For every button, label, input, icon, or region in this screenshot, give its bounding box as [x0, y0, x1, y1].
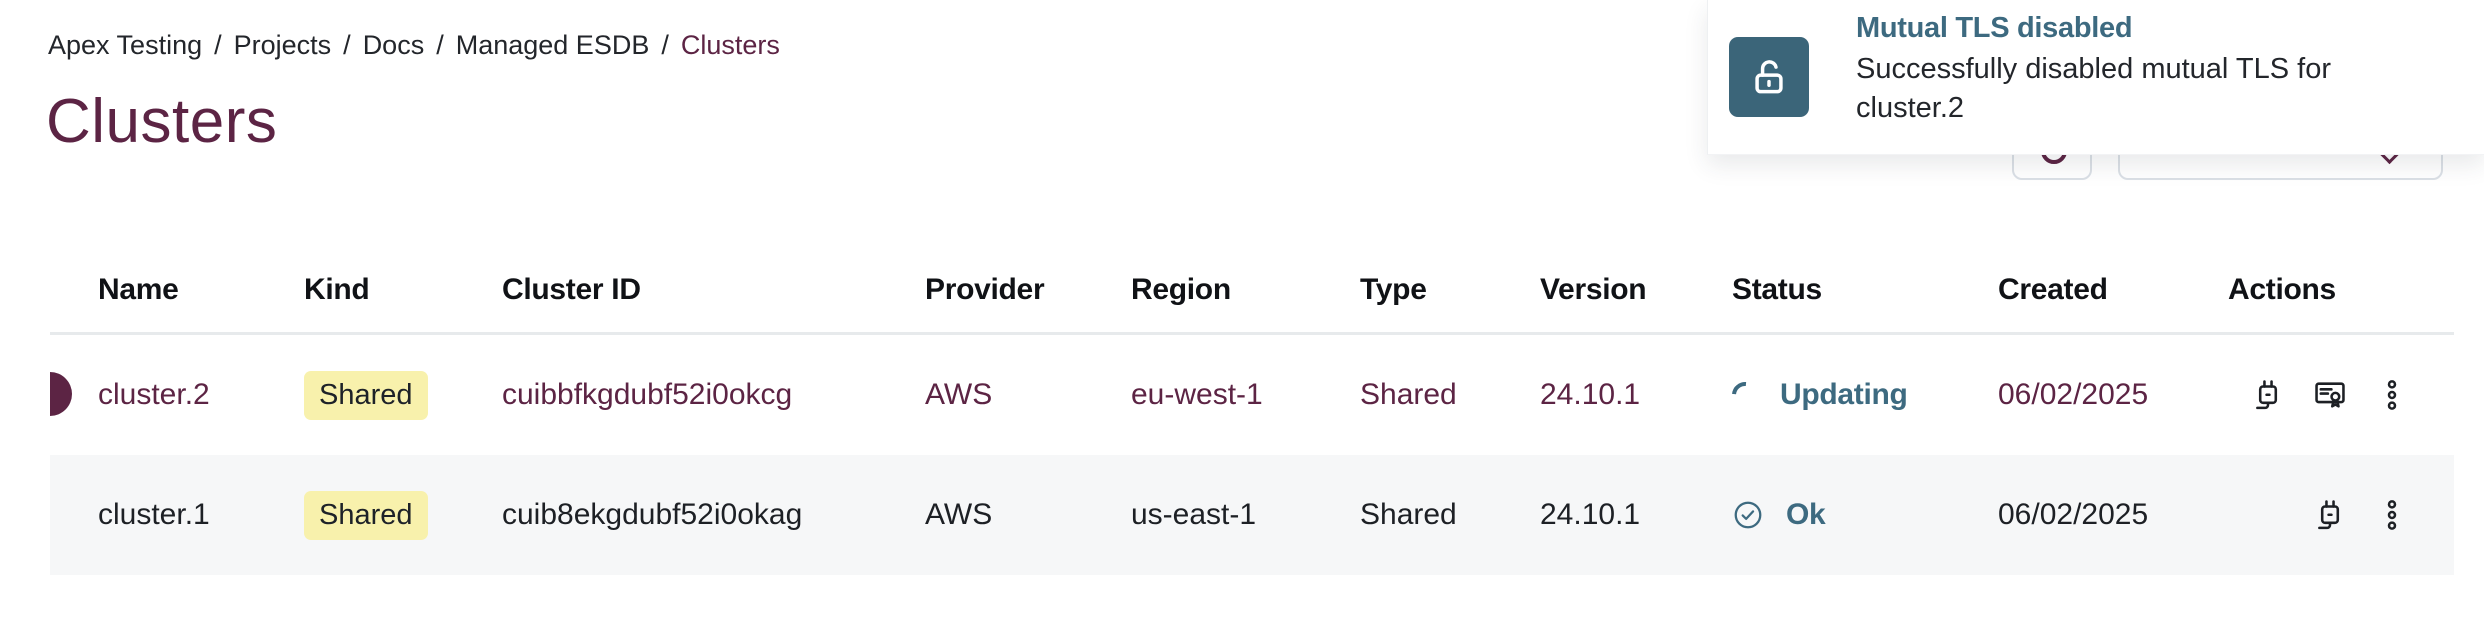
status-label: Ok [1786, 498, 1826, 531]
cell-region: us-east-1 [1131, 498, 1257, 531]
breadcrumb-separator: / [343, 30, 351, 60]
unlock-icon [1755, 60, 1783, 94]
column-header-created: Created [1998, 272, 2108, 306]
cell-name: cluster.1 [98, 498, 210, 531]
status-label: Updating [1780, 378, 1908, 411]
column-header-actions: Actions [2228, 272, 2336, 306]
column-header-status: Status [1732, 272, 1822, 306]
cell-actions [2228, 377, 2454, 413]
breadcrumb-item-docs[interactable]: Docs [362, 30, 425, 60]
column-header-kind: Kind [304, 272, 370, 306]
toast-notification: Mutual TLS disabled Successfully disable… [1707, 0, 2484, 155]
connection-details-icon[interactable] [2250, 377, 2286, 413]
cell-cluster-id: cuibbfkgdubf52i0okcg [502, 378, 793, 411]
breadcrumb-item-projects[interactable]: Projects [233, 30, 332, 60]
breadcrumb-separator: / [661, 30, 669, 60]
check-circle-icon [1734, 501, 1762, 529]
cell-created: 06/02/2025 [1998, 378, 2149, 411]
cell-status: Ok [1732, 498, 1998, 532]
column-header-type: Type [1360, 272, 1427, 306]
column-header-provider: Provider [925, 272, 1045, 306]
toast-message: Successfully disabled mutual TLS for clu… [1856, 53, 2331, 124]
spinner-icon [1726, 376, 1764, 414]
more-menu-icon[interactable] [2374, 497, 2410, 533]
cell-provider: AWS [925, 498, 993, 531]
toast-title: Mutual TLS disabled [1856, 12, 2133, 44]
connection-details-icon[interactable] [2312, 497, 2348, 533]
cell-region: eu-west-1 [1131, 378, 1263, 411]
cell-kind: Shared [304, 370, 502, 420]
table-row-cluster-2[interactable]: cluster.2 Shared cuibbfkgdubf52i0okcg AW… [50, 335, 2454, 455]
active-row-marker [50, 372, 72, 416]
breadcrumb-item-clusters-current: Clusters [680, 30, 780, 60]
column-header-name: Name [98, 272, 179, 306]
table-row-cluster-1[interactable]: cluster.1 Shared cuib8ekgdubf52i0okag AW… [50, 455, 2454, 575]
cell-name: cluster.2 [98, 378, 210, 411]
breadcrumb-separator: / [214, 30, 222, 60]
clusters-table: Name Kind Cluster ID Provider Region Typ… [50, 247, 2454, 575]
breadcrumb-item-apex-testing[interactable]: Apex Testing [48, 30, 203, 60]
column-header-version: Version [1540, 272, 1647, 306]
kind-badge: Shared [304, 490, 428, 540]
toast-icon-box [1729, 37, 1809, 117]
cell-actions [2228, 497, 2454, 533]
toast-text: Mutual TLS disabled Successfully disable… [1856, 12, 2456, 128]
certificate-icon[interactable] [2312, 377, 2348, 413]
page-title: Clusters [46, 87, 278, 156]
cell-status: Updating [1726, 376, 1998, 414]
breadcrumb-separator: / [436, 30, 444, 60]
cell-provider: AWS [925, 378, 993, 411]
cell-kind: Shared [304, 490, 502, 540]
cell-version: 24.10.1 [1540, 498, 1641, 531]
cell-type: Shared [1360, 378, 1457, 411]
cell-cluster-id: cuib8ekgdubf52i0okag [502, 498, 803, 531]
cell-created: 06/02/2025 [1998, 498, 2149, 531]
column-header-cluster-id: Cluster ID [502, 272, 641, 306]
breadcrumb-item-managed-esdb[interactable]: Managed ESDB [455, 30, 650, 60]
breadcrumb: Apex Testing / Projects / Docs / Managed… [48, 30, 780, 61]
column-header-region: Region [1131, 272, 1231, 306]
table-header-row: Name Kind Cluster ID Provider Region Typ… [50, 247, 2454, 335]
more-menu-icon[interactable] [2374, 377, 2410, 413]
kind-badge: Shared [304, 370, 428, 420]
cell-version: 24.10.1 [1540, 378, 1641, 411]
cell-type: Shared [1360, 498, 1457, 531]
